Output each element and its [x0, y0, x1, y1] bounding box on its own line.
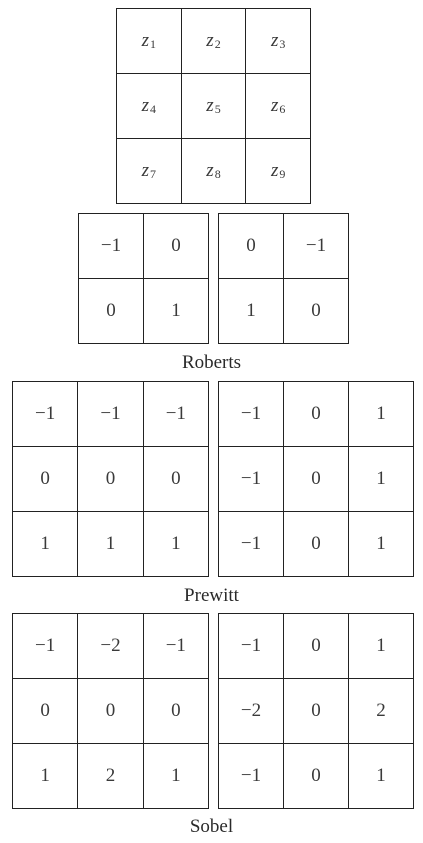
cell-subscript: 2 [214, 36, 221, 51]
mask-cell: 1 [143, 512, 209, 577]
mask-cell: −1 [284, 214, 349, 279]
cell-subscript: 6 [279, 101, 286, 116]
cell-variable: z [141, 160, 150, 181]
cell-subscript: 7 [150, 166, 157, 181]
cell-variable: z [270, 30, 279, 51]
cell-subscript: 3 [279, 36, 286, 51]
mask-cell: 0 [13, 679, 79, 744]
mask-cell: 0 [284, 382, 349, 447]
cell-subscript: 9 [279, 166, 286, 181]
mask-cell: −1 [78, 382, 144, 447]
mask-cell: 0 [78, 447, 144, 512]
mask-cell: 1 [349, 614, 414, 679]
mask-cell: 2 [78, 744, 144, 809]
mask-cell: −1 [219, 744, 284, 809]
mask-cell: 1 [144, 279, 209, 344]
roberts-label: Roberts [181, 352, 242, 373]
mask-cell: 1 [143, 744, 209, 809]
cell-variable: z [270, 95, 279, 116]
sobel-label: Sobel [189, 816, 234, 837]
mask-cell: −2 [219, 679, 284, 744]
mask-cell: 1 [219, 279, 284, 344]
prewitt-label: Prewitt [184, 585, 239, 606]
mask-cell: 0 [143, 447, 209, 512]
mask-cell: 1 [349, 744, 414, 809]
cell-variable: z [141, 30, 150, 51]
mask-cell: 0 [219, 214, 284, 279]
mask-cell: 0 [144, 214, 209, 279]
mask-cell: 0 [143, 679, 209, 744]
mask-cell: 0 [284, 279, 349, 344]
cell-subscript: 1 [150, 36, 157, 51]
mask-cell: 1 [78, 512, 144, 577]
mask-cell: −1 [143, 382, 209, 447]
cell-subscript: 5 [214, 101, 221, 116]
mask-cell: 1 [349, 382, 414, 447]
cell-subscript: 4 [150, 101, 157, 116]
mask-cell: −2 [78, 614, 144, 679]
mask-cell: −1 [219, 447, 284, 512]
cell-subscript: 8 [214, 166, 221, 181]
mask-cell: −1 [219, 614, 284, 679]
mask-cell: −1 [13, 382, 79, 447]
mask-cell: −1 [219, 512, 284, 577]
mask-cell: 0 [79, 279, 144, 344]
mask-cell: 1 [349, 447, 414, 512]
mask-cell: −1 [79, 214, 144, 279]
mask-cell: 0 [284, 679, 349, 744]
mask-cell: 2 [349, 679, 414, 744]
mask-cell: −1 [13, 614, 79, 679]
cell-variable: z [206, 160, 214, 181]
cell-variable: z [270, 160, 279, 181]
mask-cell: 0 [13, 447, 79, 512]
mask-cell: 1 [349, 512, 414, 577]
mask-cell: −1 [143, 614, 209, 679]
mask-cell: 0 [284, 447, 349, 512]
cell-variable: z [206, 30, 214, 51]
mask-cell: 1 [13, 512, 79, 577]
mask-cell: 0 [78, 679, 144, 744]
mask-cell: −1 [219, 382, 284, 447]
mask-cell: 0 [284, 614, 349, 679]
mask-cell: 0 [284, 744, 349, 809]
cell-variable: z [141, 95, 150, 116]
cell-variable: z [206, 95, 214, 116]
mask-cell: 1 [13, 744, 79, 809]
mask-cell: 0 [284, 512, 349, 577]
